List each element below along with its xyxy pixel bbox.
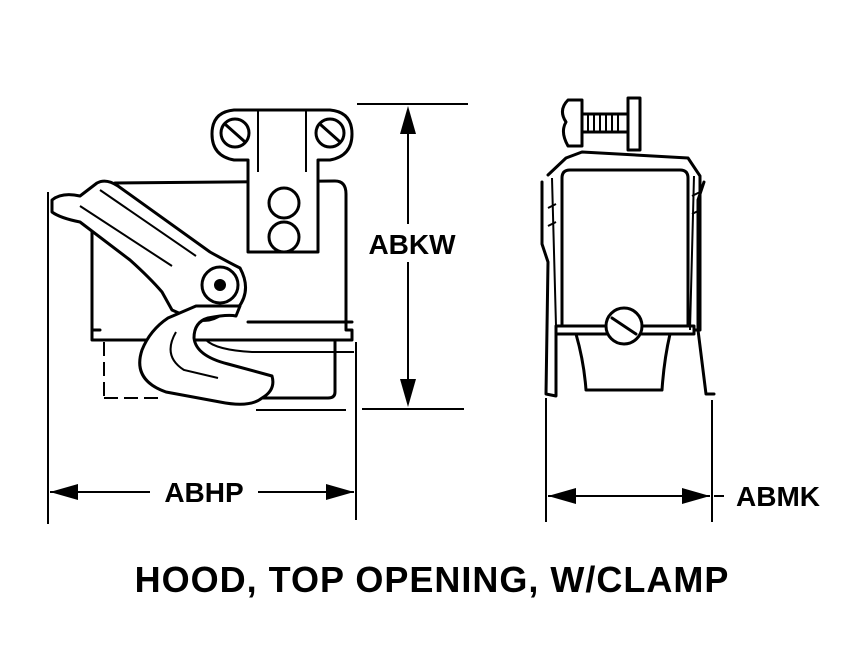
dimension-label-abmk: ABMK <box>736 481 820 512</box>
dimension-abhp: ABHP <box>47 192 357 524</box>
dimension-abkw: ABKW <box>357 103 468 410</box>
dimension-label-abhp: ABHP <box>164 477 243 508</box>
dimension-abmk: ABMK <box>545 398 820 522</box>
hood-front-view <box>540 96 716 398</box>
hood-side-view <box>50 108 354 411</box>
dimension-label-abkw: ABKW <box>368 229 456 260</box>
diagram-caption: HOOD, TOP OPENING, W/CLAMP <box>135 559 730 600</box>
